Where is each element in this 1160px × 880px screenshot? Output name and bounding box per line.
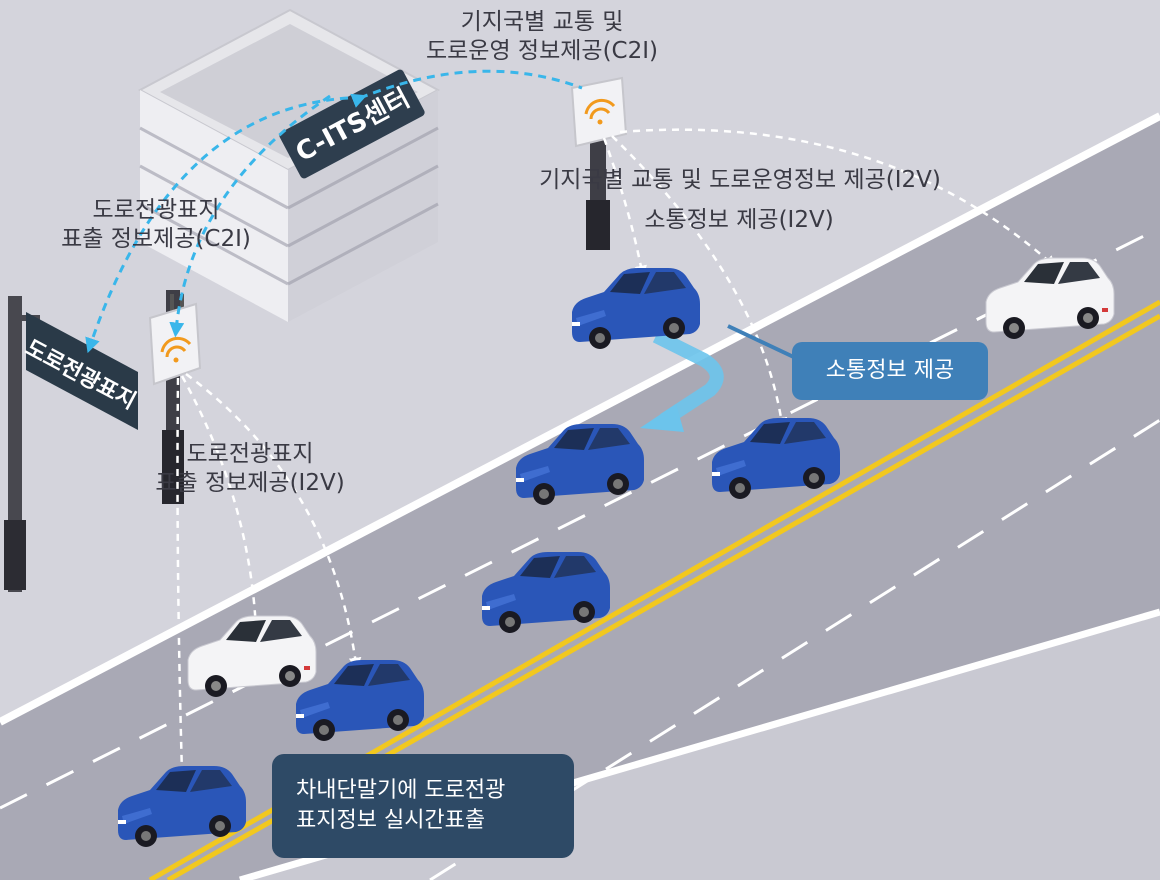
label-i2v-sign-line-1: 도로전광표지: [186, 441, 314, 467]
sign-icon: [4, 296, 138, 592]
label-c2i-sign-line-1: 도로전광표지: [92, 197, 220, 223]
label-i2v-sign: 도로전광표지 표출 정보제공(I2V): [132, 440, 368, 498]
i2v-link-1: [602, 137, 647, 279]
lane-divider-far: [429, 418, 1160, 880]
road-edge-line: [0, 112, 1160, 726]
c2i-link-station: [350, 69, 583, 108]
label-c2i-station: 기지국별 교통 및 도로운영 정보제공(C2I): [402, 8, 682, 66]
label-c2i-station-line-2: 도로운영 정보제공(C2I): [425, 38, 658, 64]
rsu-right: [570, 76, 628, 250]
label-c2i-sign-line-2: 표출 정보제공(C2I): [61, 226, 251, 252]
wifi-icon-right: [584, 98, 616, 125]
c2i-link-rsu: [169, 94, 331, 338]
label-c2i-sign: 도로전광표지 표출 정보제공(C2I): [40, 196, 272, 254]
label-i2v-station: 기지국별 교통 및 도로운영정보 제공(I2V): [539, 167, 941, 193]
i2v-sign-link-2: [180, 375, 262, 637]
arrow-icon: [640, 329, 724, 432]
callout-in-vehicle: 차내단말기에 도로전광 표지정보 실시간표출: [272, 754, 574, 858]
i2v-link-3: [619, 128, 1057, 269]
c2i-link-sign: [85, 96, 349, 354]
i2v-sign-link-3: [185, 372, 362, 671]
lane-divider: [0, 226, 1160, 810]
callout-in-vehicle-line-2: 표지정보 실시간표출: [296, 808, 486, 833]
wifi-icon: [160, 336, 192, 363]
i2v-sign-link-1: [175, 377, 189, 781]
i2v-link-2: [611, 135, 788, 431]
label-i2v-sign-line-2: 표출 정보제공(I2V): [155, 470, 345, 496]
label-i2v-flow: 소통정보 제공(I2V): [644, 207, 834, 233]
label-c2i-station-line-1: 기지국별 교통 및: [460, 9, 624, 35]
callout-pointer: [727, 324, 801, 362]
callout-flow-info-text: 소통정보 제공: [825, 358, 955, 383]
callout-flow-info: 소통정보 제공: [792, 342, 988, 400]
road-surface: [0, 116, 1160, 880]
callout-in-vehicle-line-1: 차내단말기에 도로전광: [296, 778, 506, 803]
